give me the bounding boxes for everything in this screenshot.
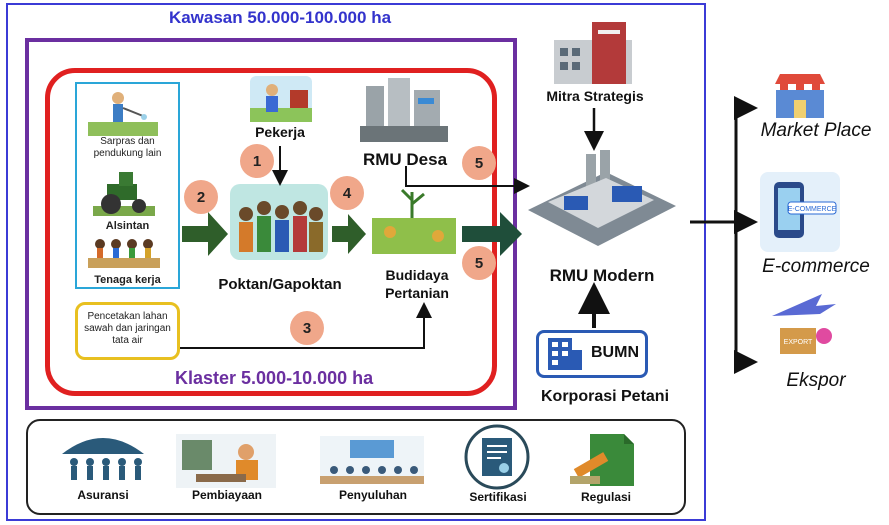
asuransi-label: Asuransi: [77, 488, 129, 502]
korporasi-label: Korporasi Petani: [540, 388, 670, 405]
arrow-pencetakan-budidaya: [180, 302, 432, 349]
sertifikasi-certificate-icon: [464, 424, 530, 490]
arrow-inputs-poktan: [182, 212, 228, 256]
asuransi-umbrella-icon: [62, 438, 144, 480]
step-3-badge: 3: [290, 311, 324, 345]
klaster-frame: [25, 38, 517, 410]
penyuluhan-label: Penyuluhan: [338, 488, 407, 502]
bumn-label: BUMN: [591, 344, 639, 361]
poktan-label: Poktan/Gapoktan: [218, 276, 342, 293]
arrow-budidaya-rmu-modern: [462, 212, 522, 256]
ecommerce-phone-icon: E-COMMERCE: [760, 172, 840, 252]
pekerja-icon: [250, 76, 312, 122]
budidaya-label: Budidaya Pertanian: [385, 267, 449, 301]
step-2-badge: 2: [184, 180, 218, 214]
rmu-desa-machine-icon: [360, 78, 448, 142]
pencetakan-box: [75, 302, 180, 360]
office-building-icon: [548, 338, 582, 370]
farmer-group-icon: [230, 184, 328, 260]
step-4-badge: 4: [330, 176, 364, 210]
tenaga-kerja-label: Tenaga kerja: [94, 274, 161, 286]
step-5a-badge: 5: [462, 146, 496, 180]
pencetakan-label: Pencetakan lahan sawah dan jaringan tata…: [84, 311, 171, 346]
rmu-modern-label: RMU Modern: [549, 266, 655, 285]
market-place-store-icon: [772, 74, 828, 118]
ecommerce-label: E-commerce: [762, 256, 870, 277]
mitra-label: Mitra Strategis: [546, 88, 644, 104]
step-5b-badge: 5: [462, 246, 496, 280]
arrow-poktan-budidaya: [332, 214, 366, 254]
klaster-title: Klaster 5.000-10.000 ha: [175, 368, 374, 388]
mitra-building-icon: [554, 22, 632, 84]
regulasi-gavel-icon: [570, 434, 634, 486]
ecommerce-sign-text: E-COMMERCE: [788, 206, 837, 213]
alsintan-label: Alsintan: [105, 220, 150, 232]
pembiayaan-label: Pembiayaan: [191, 488, 263, 502]
step-1-badge: 1: [240, 144, 274, 178]
pekerja-label: Pekerja: [255, 124, 305, 140]
kawasan-frame: [6, 3, 706, 521]
regulasi-label: Regulasi: [580, 490, 631, 504]
tractor-icon: [93, 172, 155, 216]
rice-field-icon: [372, 188, 456, 254]
workers-icon: [88, 239, 160, 268]
ekspor-label: Ekspor: [786, 370, 846, 391]
kawasan-title: Kawasan 50.000-100.000 ha: [168, 8, 392, 27]
market-place-label: Market Place: [760, 120, 872, 141]
arrow-rmu-desa-rmu-modern: [405, 166, 530, 194]
rmu-modern-factory-icon: [528, 150, 676, 246]
sprayer-farmer-icon: [88, 92, 158, 136]
penyuluhan-training-icon: [320, 436, 424, 484]
rmu-desa-label: RMU Desa: [362, 150, 448, 169]
support-box: [26, 419, 686, 515]
export-box-text: EXPORT: [784, 339, 813, 346]
pembiayaan-meeting-icon: [176, 434, 276, 488]
sertifikasi-label: Sertifikasi: [469, 490, 527, 504]
ekspor-export-icon: EXPORT: [772, 294, 836, 354]
sarpras-label: Sarpras dan pendukung lain: [93, 136, 162, 159]
